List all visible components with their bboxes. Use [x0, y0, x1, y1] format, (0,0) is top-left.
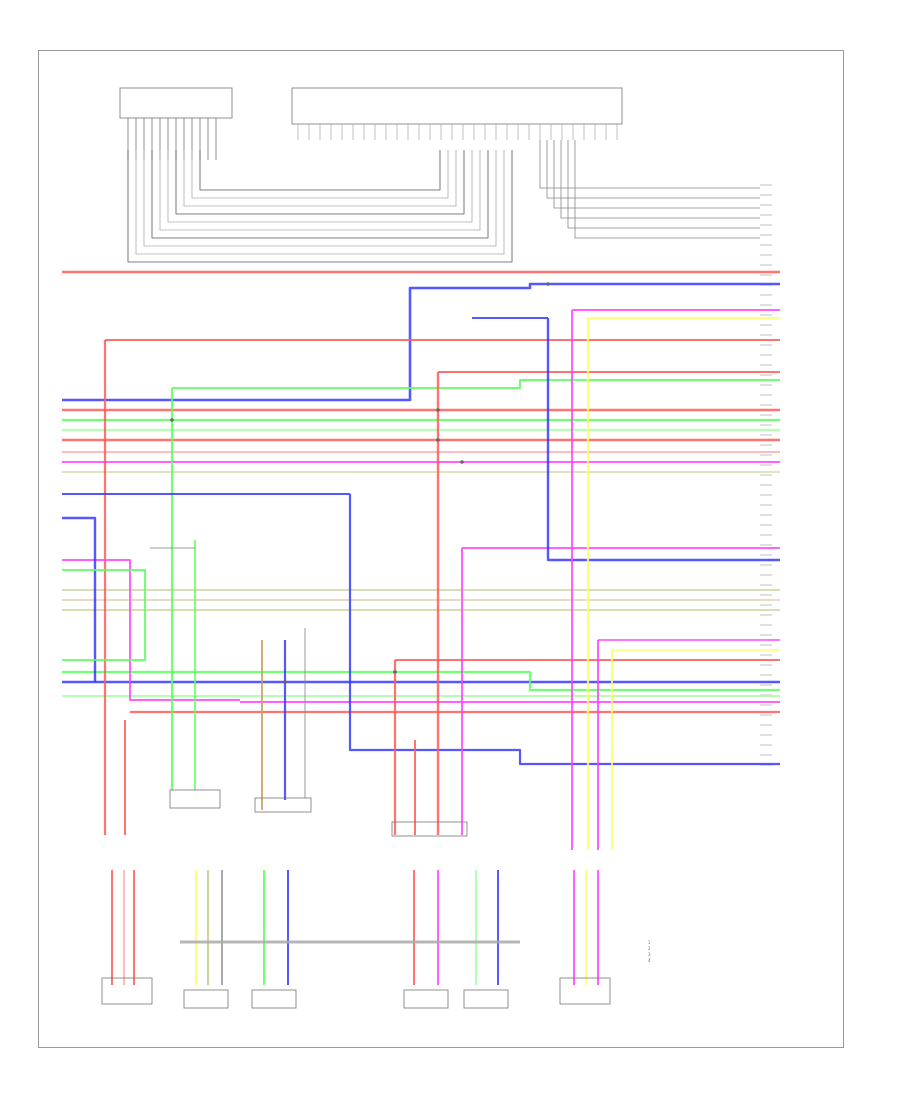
harness-right — [553, 140, 760, 209]
splice-dot-3 — [460, 460, 464, 464]
bus-blue-top — [62, 282, 780, 402]
connector-center-left — [169, 789, 221, 809]
component-bottom-3 — [251, 989, 297, 1009]
harness-loop — [151, 150, 489, 239]
harness-loop — [183, 150, 457, 207]
connector-center-right — [391, 821, 468, 837]
harness-loop — [167, 150, 473, 223]
harness-loop — [127, 150, 513, 263]
legend-item-2: 2 — [648, 946, 651, 951]
legend-item-1: 1 — [648, 940, 651, 945]
splice-dot-5 — [393, 670, 397, 674]
component-group — [101, 789, 611, 1009]
legend: 1 2 3 4 — [648, 940, 818, 964]
green-hz-388 — [172, 379, 780, 389]
top-center-connector — [291, 87, 623, 125]
diagram-frame — [38, 50, 844, 1048]
harness-loop — [175, 150, 465, 215]
component-bottom-4 — [403, 989, 449, 1009]
mag-route-left — [62, 559, 240, 701]
splice-dot-2 — [436, 438, 440, 442]
splice-dot-4 — [283, 680, 287, 684]
green-route-left — [62, 569, 146, 661]
splice-dot-1 — [436, 408, 440, 412]
harness-right — [567, 140, 760, 229]
harness-right — [574, 140, 760, 239]
component-bottom-5 — [463, 989, 509, 1009]
harness-right — [539, 140, 760, 189]
harness-loop — [135, 150, 505, 255]
harness-loop — [143, 150, 497, 247]
blue-route-center — [348, 494, 780, 766]
component-bottom-1 — [101, 977, 153, 1005]
bus-green-mid — [62, 670, 780, 692]
harness-bundle — [127, 140, 772, 766]
legend-item-4: 4 — [648, 958, 651, 963]
harness-right — [546, 140, 760, 199]
splice-dot-6 — [546, 282, 550, 286]
blue-route-left — [62, 516, 97, 682]
wire-group — [62, 270, 780, 985]
harness-loop — [159, 150, 481, 231]
harness-loop — [191, 150, 449, 199]
connector-center — [254, 797, 312, 813]
component-bottom-2 — [183, 989, 229, 1009]
harness-right — [560, 140, 760, 219]
harness-loop — [199, 150, 441, 191]
blue-route-right — [546, 318, 780, 562]
component-bottom-6 — [559, 977, 611, 1005]
top-left-connector — [119, 87, 233, 119]
legend-item-3: 3 — [648, 952, 651, 957]
splice-dot-0 — [170, 418, 174, 422]
